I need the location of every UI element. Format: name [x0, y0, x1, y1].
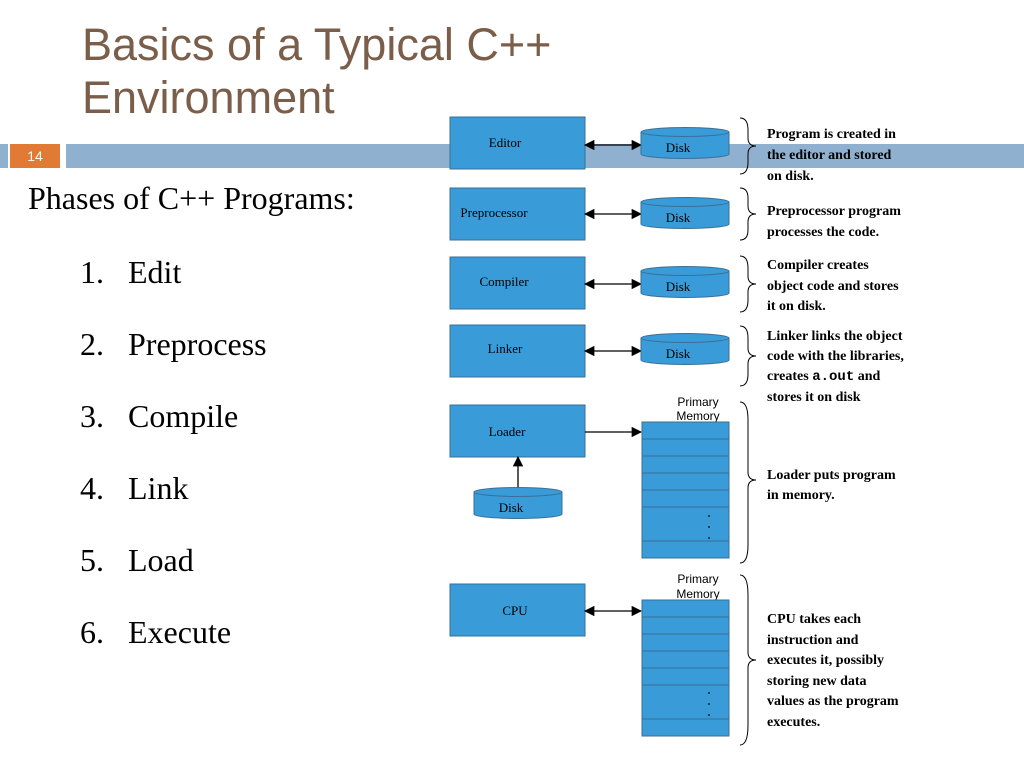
- cpu-memory-label-1: Primary: [677, 572, 718, 586]
- loader-box: [449, 404, 586, 458]
- preprocessor-stage: Preprocessor Disk Preprocessor program p…: [449, 187, 901, 241]
- svg-text:Linker links the object: Linker links the object: [767, 329, 903, 344]
- linker-stage: Linker Disk Linker links the object code…: [449, 324, 904, 405]
- svg-text:Compiler creates: Compiler creates: [767, 258, 869, 273]
- page-number: 14: [10, 144, 60, 168]
- phase-number: 5.: [80, 542, 104, 578]
- phase-item: 2. Preprocess: [80, 324, 267, 396]
- cpu-label: CPU: [502, 603, 528, 618]
- preprocessor-note: Preprocessor program processes the code.: [767, 204, 901, 240]
- editor-label: Editor: [489, 135, 522, 150]
- linker-brace: [739, 325, 757, 387]
- linker-label: Linker: [488, 341, 523, 356]
- compiler-box: [449, 256, 586, 310]
- svg-text:it on disk.: it on disk.: [767, 299, 826, 314]
- phase-label: Load: [128, 542, 194, 578]
- preprocessor-box: [449, 187, 586, 241]
- compiler-stage: Compiler Disk Compiler creates object co…: [449, 255, 899, 314]
- phase-item: 6. Execute: [80, 612, 267, 684]
- svg-text:Preprocessor program: Preprocessor program: [767, 204, 901, 219]
- phase-label: Compile: [128, 398, 239, 434]
- editor-note: Program is created in the editor and sto…: [767, 127, 896, 184]
- slide-title: Basics of a Typical C++ Environment: [82, 18, 702, 124]
- phase-item: 1. Edit: [80, 252, 267, 324]
- svg-text:storing new data: storing new data: [767, 674, 867, 689]
- phase-number: 3.: [80, 398, 104, 434]
- compiler-brace: [739, 255, 757, 313]
- cpu-brace: [739, 574, 757, 746]
- loader-note: Loader puts program in memory.: [767, 468, 896, 503]
- loader-disk-label: Disk: [499, 500, 524, 515]
- cpu-stage: Primary Memory CPU CPU takes each instru…: [449, 572, 899, 746]
- compiler-disk-label: Disk: [666, 279, 691, 294]
- cpu-box: [449, 583, 586, 637]
- svg-text:values as the program: values as the program: [767, 694, 899, 709]
- loader-stage: Primary Memory Loader Disk Loade: [449, 395, 896, 564]
- cpu-memory-label-2: Memory: [676, 587, 719, 601]
- loader-memory-label-1: Primary: [677, 395, 718, 409]
- svg-text:instruction and: instruction and: [767, 633, 859, 648]
- loader-label: Loader: [489, 424, 526, 439]
- compiler-note: Compiler creates object code and stores …: [767, 258, 899, 314]
- cpu-memory-ellipsis: [708, 692, 710, 716]
- editor-box: [449, 116, 586, 170]
- svg-text:in memory.: in memory.: [767, 488, 835, 503]
- phase-label: Preprocess: [128, 326, 267, 362]
- preprocessor-disk-label: Disk: [666, 210, 691, 225]
- svg-text:stores it on disk: stores it on disk: [767, 390, 861, 405]
- slide-title-line-2: Environment: [82, 72, 335, 123]
- loader-brace: [739, 401, 757, 564]
- svg-text:executes it, possibly: executes it, possibly: [767, 653, 884, 668]
- svg-text:processes the code.: processes the code.: [767, 225, 879, 240]
- phase-label: Link: [128, 470, 189, 506]
- phases-heading: Phases of C++ Programs:: [28, 180, 355, 216]
- loader-memory-label-2: Memory: [676, 409, 719, 423]
- phase-number: 6.: [80, 614, 104, 650]
- loader-memory-ellipsis: [708, 515, 710, 539]
- editor-disk-label: Disk: [666, 140, 691, 155]
- svg-text:creates a.out and: creates a.out and: [767, 369, 881, 385]
- preprocessor-brace: [739, 187, 757, 241]
- preprocessor-label: Preprocessor: [460, 205, 528, 220]
- svg-text:executes.: executes.: [767, 715, 820, 730]
- phase-item: 3. Compile: [80, 396, 267, 468]
- svg-text:on disk.: on disk.: [767, 169, 814, 184]
- cpu-note: CPU takes each instruction and executes …: [767, 612, 899, 730]
- loader-memory: [641, 421, 730, 559]
- svg-text:CPU takes each: CPU takes each: [767, 612, 861, 627]
- phase-number: 4.: [80, 470, 104, 506]
- slide-title-line-1: Basics of a Typical C++: [82, 19, 552, 70]
- svg-text:Program is created in: Program is created in: [767, 127, 896, 142]
- phase-number: 1.: [80, 254, 104, 290]
- svg-text:code with the libraries,: code with the libraries,: [767, 349, 904, 364]
- editor-brace: [739, 117, 757, 175]
- phase-item: 4. Link: [80, 468, 267, 540]
- header-band-left: [0, 144, 8, 168]
- cpu-memory: [641, 599, 730, 737]
- svg-text:the editor and stored: the editor and stored: [767, 148, 892, 163]
- phase-list: 1. Edit 2. Preprocess 3. Compile 4. Link 5. L…: [80, 252, 267, 684]
- linker-note: Linker links the object code with the li…: [767, 329, 904, 405]
- phase-label: Execute: [128, 614, 232, 650]
- editor-stage: Editor Disk Program is created in the ed…: [449, 116, 896, 184]
- linker-disk-label: Disk: [666, 346, 691, 361]
- phase-label: Edit: [128, 254, 182, 290]
- phase-item: 5. Load: [80, 540, 267, 612]
- phase-number: 2.: [80, 326, 104, 362]
- svg-text:object code and stores: object code and stores: [767, 279, 899, 294]
- compiler-label: Compiler: [479, 274, 529, 289]
- svg-text:Loader puts program: Loader puts program: [767, 468, 896, 483]
